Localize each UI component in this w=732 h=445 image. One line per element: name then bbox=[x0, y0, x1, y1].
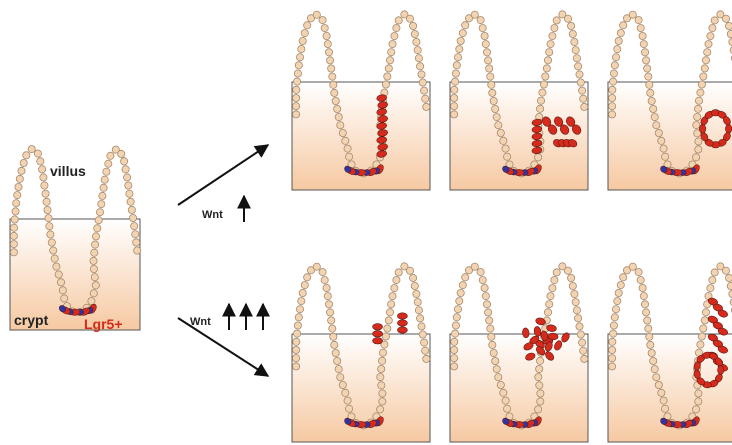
panel-high-wnt-1 bbox=[292, 263, 430, 442]
arrow-to-low-wnt bbox=[178, 145, 268, 205]
panel-low-wnt-2 bbox=[450, 11, 588, 190]
panel-low-wnt-1 bbox=[292, 11, 430, 190]
villus-label: villus bbox=[50, 163, 86, 179]
lgr5-label: Lgr5+ bbox=[84, 316, 123, 332]
crypt-label: crypt bbox=[14, 312, 49, 328]
panel-high-wnt-2 bbox=[450, 263, 588, 442]
panel-low-wnt-3 bbox=[608, 11, 732, 190]
wnt-high-label: Wnt bbox=[190, 316, 211, 328]
wnt-low-label: Wnt bbox=[202, 209, 223, 221]
panel-high-wnt-3 bbox=[608, 263, 732, 442]
